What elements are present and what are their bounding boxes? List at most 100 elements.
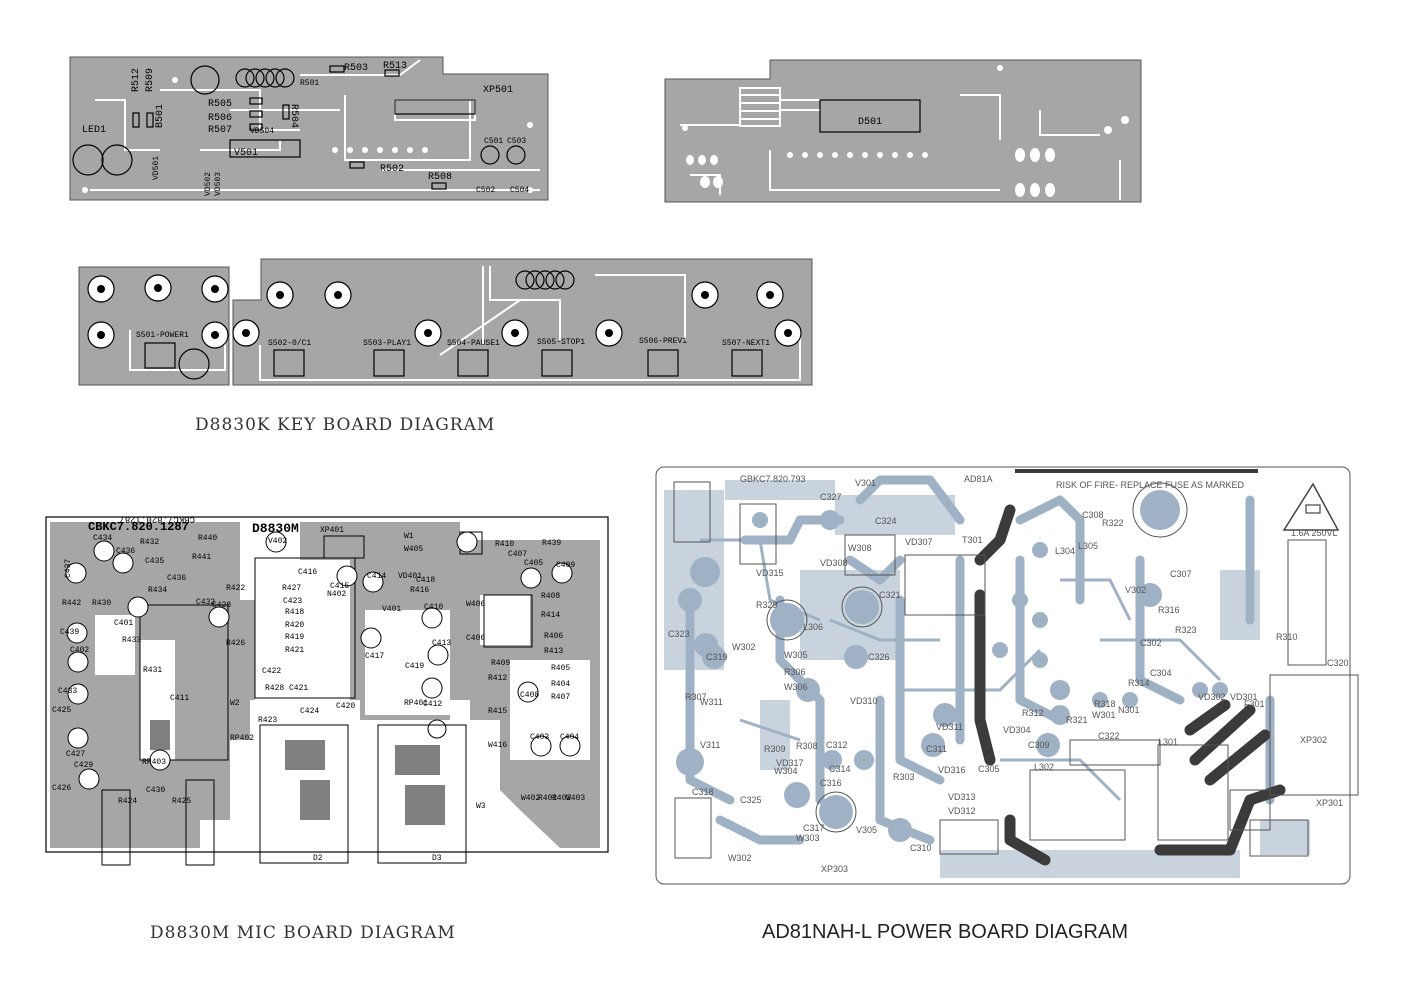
mic-c414: C414 [367, 572, 386, 581]
pwr-r316: R316 [1158, 605, 1180, 615]
mic-c421: C421 [289, 684, 308, 693]
pwr-w311: W311 [700, 697, 723, 707]
pwr-c327: C327 [820, 492, 842, 502]
key-board: S501-POWER1 S502-0/C1 S503-PLAY1 S504-PA… [78, 258, 813, 435]
label-r501: R501 [300, 79, 319, 88]
mic-r432: R432 [140, 538, 159, 547]
power-board-code: GBKC7.820.793 [740, 474, 806, 484]
mic-r402: R402 [552, 794, 571, 803]
mic-board: CBKC7.820.1287 D8830M CBKC7.820.1287 C43… [45, 514, 609, 943]
mic-c417: C417 [365, 652, 384, 661]
pwr-c321: C321 [879, 590, 901, 600]
label-r503: R503 [344, 63, 368, 74]
mic-r422: R422 [226, 584, 245, 593]
mic-c404: C404 [560, 733, 579, 742]
pwr-vd301: VD301 [1230, 692, 1258, 702]
pwr-r321: R321 [1066, 715, 1088, 725]
mic-r440: R440 [198, 534, 217, 543]
mic-r430: R430 [92, 599, 111, 608]
mic-label-board-code: CBKC7.820.1287 [119, 514, 195, 524]
mic-r427: R427 [282, 584, 301, 593]
pwr-c314: C314 [829, 764, 851, 774]
label-r504: R504 [288, 104, 299, 128]
mic-r442: R442 [62, 599, 81, 608]
pwr-w301: W301 [1092, 710, 1116, 720]
mic-r405: R405 [551, 664, 570, 673]
mic-c412: C412 [423, 700, 442, 709]
mic-c426: C426 [52, 784, 71, 793]
pwr-v302: V302 [1125, 585, 1146, 595]
pwr-v301: V301 [855, 478, 876, 488]
mic-c420: C420 [336, 702, 355, 711]
switch-s503-play: S503-PLAY1 [363, 339, 411, 348]
mic-r412: R412 [488, 674, 507, 683]
pwr-c326: C326 [868, 652, 890, 662]
pwr-w304: W304 [774, 766, 798, 776]
mic-n402: N402 [327, 590, 346, 599]
pwr-r310: R310 [1276, 632, 1298, 642]
pwr-vd310: VD310 [850, 696, 878, 706]
mic-c403: C403 [530, 733, 549, 742]
label-led1: LED1 [82, 125, 106, 136]
pwr-vd311: VD311 [936, 722, 963, 732]
mic-c407: C407 [508, 550, 527, 559]
mic-c401: C401 [114, 619, 133, 628]
pwr-w308: W308 [848, 543, 872, 553]
mic-c432: C432 [196, 598, 215, 607]
mic-d2: D2 [313, 854, 323, 863]
pwr-l304: L304 [1055, 546, 1075, 556]
mic-c428: C428 [212, 601, 231, 610]
label-r505: R505 [208, 99, 232, 110]
pwr-w306: W306 [784, 682, 808, 692]
pwr-vd308: VD308 [820, 558, 848, 568]
pwr-c320: C320 [1327, 658, 1349, 668]
switch-s504-pause: S504-PAUSE1 [447, 339, 500, 348]
mic-c418: C418 [416, 576, 435, 585]
mic-c430: C430 [146, 786, 165, 795]
pwr-l301: L301 [1158, 737, 1178, 747]
label-d501: D501 [858, 117, 882, 128]
power-board: 1.6A 250VL GBKC7.820.793 AD81A RISK OF F… [655, 466, 1359, 943]
mic-w416: W416 [488, 741, 507, 750]
pwr-r312: R312 [1022, 708, 1044, 718]
pwr-vd316: VD316 [938, 765, 966, 775]
label-vd501: VD501 [152, 156, 161, 180]
pwr-vd302: VD302 [1198, 692, 1226, 702]
mic-r401: R401 [538, 794, 557, 803]
pwr-c316: C316 [820, 778, 842, 788]
mic-w403: W403 [566, 794, 585, 803]
mic-w1: W1 [404, 532, 414, 541]
label-c501: C501 [484, 137, 503, 146]
power-fuse-warning: RISK OF FIRE- REPLACE FUSE AS MARKED [1056, 480, 1245, 490]
switch-s506-prev: S506-PREV1 [639, 337, 687, 346]
mic-rp401: RP401 [404, 699, 428, 708]
pwr-r314: R314 [1128, 678, 1150, 688]
label-b501: B501 [155, 104, 166, 128]
pwr-vd307: VD307 [905, 537, 933, 547]
mic-c405: C405 [524, 559, 543, 568]
switch-s505-stop: S505-STOP1 [537, 338, 585, 347]
mic-c424: C424 [300, 707, 319, 716]
pwr-c304: C304 [1150, 668, 1172, 678]
label-r507: R507 [208, 125, 232, 136]
pwr-r309: R309 [764, 744, 786, 754]
pwr-v311: V311 [700, 740, 720, 750]
mic-c434: C434 [93, 534, 112, 543]
mic-r439: R439 [542, 539, 561, 548]
label-r513: R513 [383, 61, 407, 72]
pwr-l306: L306 [803, 622, 823, 632]
pwr-c322: C322 [1098, 731, 1120, 741]
mic-c427: C427 [66, 750, 85, 759]
mic-c429: C429 [74, 761, 93, 770]
mic-c402: C402 [70, 646, 89, 655]
mic-rp403: RP403 [142, 758, 166, 767]
mic-r424: R424 [118, 797, 137, 806]
pwr-r306: R306 [784, 667, 806, 677]
pwr-r322: R322 [1102, 518, 1124, 528]
pwr-vd317: VD317 [776, 758, 804, 768]
mic-r425: R425 [172, 797, 191, 806]
mic-c406: C406 [466, 634, 485, 643]
label-r509: R509 [145, 68, 156, 92]
mic-r406: R406 [544, 632, 563, 641]
mic-r441: R441 [192, 553, 211, 562]
